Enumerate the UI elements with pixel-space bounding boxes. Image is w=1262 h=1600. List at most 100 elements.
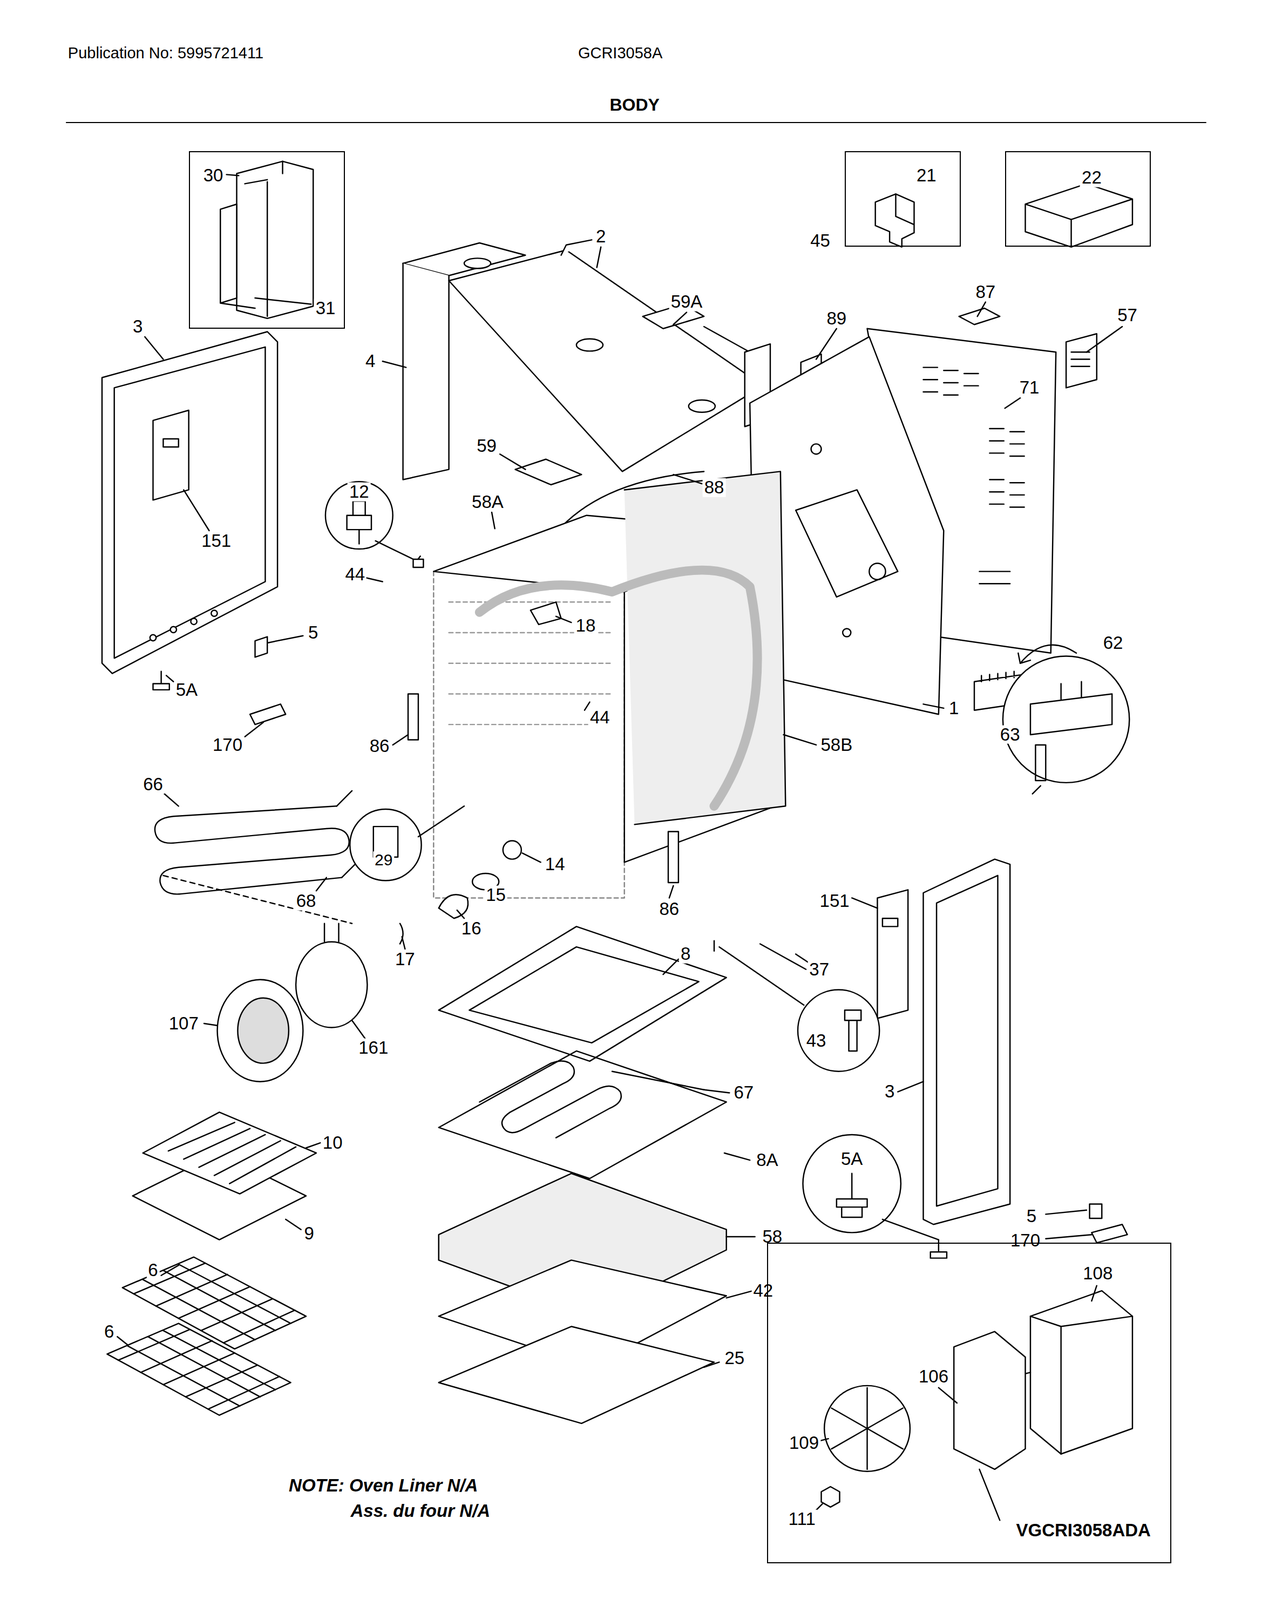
- magnifier-circle: [797, 989, 880, 1072]
- magnifier-circle: [349, 805, 465, 881]
- callout-number: 29: [372, 851, 395, 870]
- magnifier-circle: [349, 809, 422, 881]
- callout-number: 62: [1101, 633, 1125, 653]
- side-panel: [170, 626, 177, 633]
- oven-rack: [106, 1323, 291, 1416]
- bottom-panel: [438, 1326, 715, 1424]
- magnifier-circle: [412, 559, 424, 568]
- bracket-part: [875, 193, 915, 247]
- oven-rack: [118, 1329, 280, 1409]
- callout-number: 17: [393, 949, 417, 969]
- side-trim-part: [220, 161, 314, 319]
- magnifier-circle: [802, 1134, 939, 1240]
- magnifier-circle: [797, 989, 880, 1072]
- cover-part: [959, 308, 1001, 325]
- callout-number: 43: [804, 1031, 829, 1051]
- side-panel: [102, 331, 286, 725]
- side-panel: [936, 875, 998, 1206]
- callout-number: 12: [347, 482, 371, 502]
- callout-number: 31: [314, 299, 338, 318]
- callout-number: 151: [199, 531, 233, 551]
- side-panel: [150, 634, 156, 641]
- callout-number: 63: [998, 725, 1022, 745]
- magnifier-circle: [418, 805, 465, 837]
- callout-number: 1: [947, 698, 961, 718]
- plate-part: [514, 459, 582, 485]
- bottom-tray: [438, 926, 727, 1061]
- fan-motor: [831, 1387, 903, 1470]
- callout-number: 170: [1008, 1231, 1042, 1251]
- inset-box: 22: [1005, 151, 1151, 248]
- callout-number: 10: [321, 1133, 345, 1153]
- side-trim-part: [220, 204, 255, 309]
- side-panel: [923, 859, 1011, 1225]
- oven-cavity: [530, 601, 562, 625]
- top-panel: [688, 399, 716, 413]
- page-title: BODY: [607, 96, 661, 115]
- callout-number: 44: [588, 707, 612, 727]
- oven-cavity: [433, 571, 624, 899]
- callout-number: 107: [167, 1013, 201, 1033]
- callout-number: 161: [356, 1038, 390, 1058]
- callout-number: 68: [294, 891, 318, 911]
- header-text: GCRI3058A: [576, 44, 664, 61]
- cover-part: [1066, 333, 1097, 388]
- callout-number: 30: [201, 166, 226, 186]
- oven-rack: [106, 1323, 291, 1416]
- callout-number: 71: [1018, 378, 1042, 398]
- inset-box: 30 31: [188, 151, 345, 329]
- callout-number: 37: [807, 959, 831, 979]
- parts-illustration: [66, 122, 1206, 1521]
- side-trim-part: [245, 161, 283, 317]
- oven-cavity: [479, 570, 758, 806]
- callout-number: 151: [818, 891, 852, 911]
- broil-pan: [143, 1111, 317, 1194]
- magnifier-circle: [325, 481, 393, 549]
- back-panel: [811, 443, 822, 454]
- callout-number: 109: [787, 1433, 821, 1453]
- callout-number: 8A: [754, 1150, 780, 1170]
- magnifier-circle: [844, 1009, 861, 1051]
- bottom-tray: [713, 940, 715, 952]
- top-panel: [576, 338, 603, 352]
- fan-motor: [953, 1331, 1026, 1470]
- callout-number: 25: [722, 1348, 746, 1368]
- magnifier-circle: [347, 500, 372, 544]
- callout-number: 59A: [669, 292, 705, 312]
- bottom-tray: [438, 926, 727, 1061]
- callout-number: 22: [1080, 168, 1104, 188]
- callout-number: 18: [574, 615, 598, 635]
- callout-number: 170: [211, 735, 244, 755]
- side-panel: [114, 347, 266, 658]
- callout-number: 67: [731, 1083, 756, 1103]
- callout-number: 5A: [839, 1149, 865, 1169]
- side-panel: [877, 889, 908, 1019]
- figure-id: VGCRI3058ADA: [1014, 1521, 1153, 1540]
- side-trim-part: [236, 161, 314, 319]
- callout-number: 5A: [174, 680, 200, 700]
- convection-parts: [217, 979, 304, 1082]
- callout-number: 5: [306, 623, 320, 643]
- callout-number: 2: [594, 227, 608, 247]
- callout-number: 88: [702, 478, 727, 498]
- callout-number: 45: [808, 231, 832, 251]
- magnifier-circle: [1030, 681, 1112, 735]
- side-panel: [930, 1203, 1128, 1258]
- magnifier-circle: [974, 645, 1130, 795]
- callout-number: 42: [751, 1281, 775, 1301]
- callout-number: 44: [343, 565, 367, 585]
- oven-cavity: [414, 555, 590, 710]
- note-text: NOTE: Oven Liner N/A: [287, 1476, 480, 1496]
- callout-number: 86: [368, 736, 392, 756]
- inset-box: 21: [844, 151, 961, 248]
- oven-light: [438, 894, 468, 919]
- magnifier-circle: [325, 481, 424, 568]
- callout-number: 16: [459, 919, 484, 939]
- convection-parts: [217, 923, 368, 1082]
- note-text: Ass. du four N/A: [348, 1501, 492, 1521]
- fan-motor: [979, 1469, 1000, 1521]
- fan-motor: [821, 1290, 1132, 1521]
- callout-number: 6: [102, 1321, 116, 1341]
- side-panel: [211, 609, 217, 616]
- callout-number: 89: [824, 308, 848, 328]
